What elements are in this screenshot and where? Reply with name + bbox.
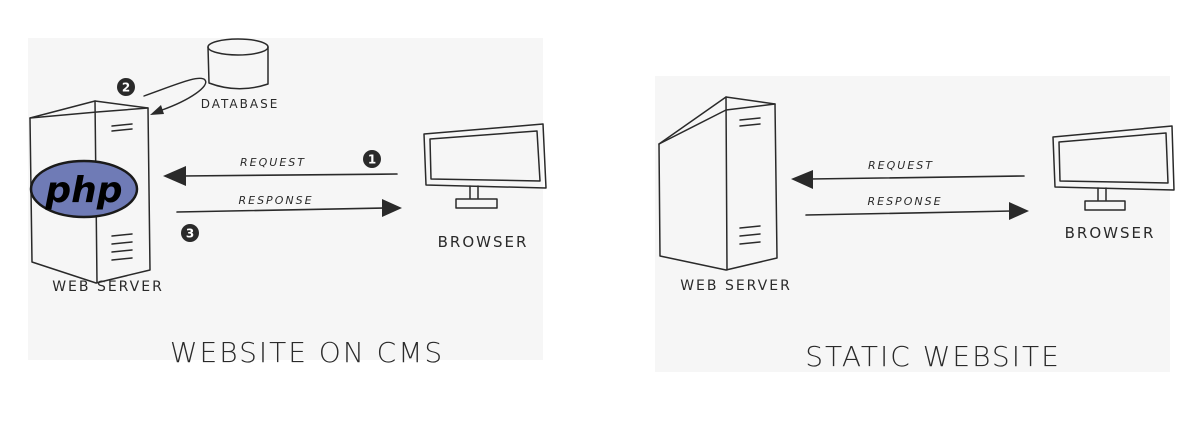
database-label: DATABASE	[201, 97, 280, 111]
step-2-badge: 2	[117, 78, 135, 96]
static-request-label: REQUEST	[868, 159, 934, 172]
step-2-number: 2	[122, 81, 130, 95]
request-label: REQUEST	[240, 156, 306, 169]
request-arrow	[163, 166, 398, 186]
step-3-badge: 3	[181, 224, 199, 242]
cms-title: WEBSITE ON CMS	[170, 336, 444, 369]
database-icon	[207, 38, 269, 90]
step-3-number: 3	[186, 227, 194, 241]
browser-label: BROWSER	[438, 233, 529, 251]
static-title: STATIC WEBSITE	[805, 340, 1061, 373]
db-query-arrow	[143, 77, 207, 115]
static-browser-monitor-icon	[1052, 125, 1175, 211]
step-1-badge: 1	[363, 150, 381, 168]
static-web-server-icon	[658, 96, 778, 271]
browser-monitor-icon	[423, 123, 547, 209]
web-server-icon	[29, 100, 151, 284]
static-request-arrow	[791, 170, 1025, 189]
static-browser-label: BROWSER	[1065, 224, 1156, 242]
static-response-label: RESPONSE	[867, 195, 942, 208]
php-logo-text: php	[44, 170, 122, 211]
php-logo: php	[29, 159, 139, 219]
static-response-arrow	[805, 202, 1029, 220]
response-label: RESPONSE	[238, 194, 313, 207]
static-web-server-label: WEB SERVER	[680, 278, 792, 294]
response-arrow	[176, 199, 402, 217]
step-1-number: 1	[368, 153, 376, 167]
web-server-label: WEB SERVER	[52, 279, 164, 295]
